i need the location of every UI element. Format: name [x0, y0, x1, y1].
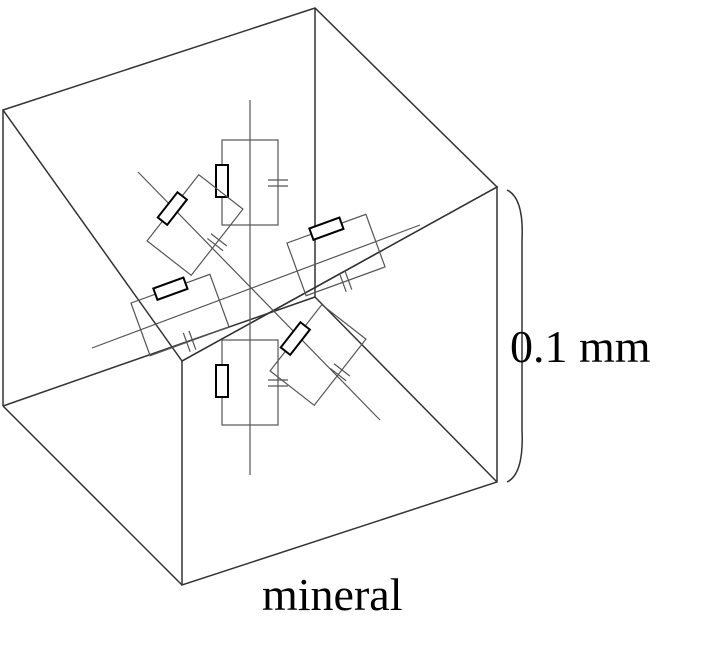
rc-element-horizontal-right — [286, 213, 386, 297]
resistor-icon — [215, 364, 229, 398]
rc-element-diagonal-lower — [269, 303, 367, 407]
diagonal-axis-wire — [137, 171, 381, 421]
capacitor-plate — [344, 270, 353, 290]
dimension-label: 0.1 mm — [510, 321, 651, 372]
capacitor-plate — [182, 332, 191, 352]
resistor-icon — [152, 276, 189, 302]
resistor-icon — [279, 320, 312, 357]
resistor-icon — [215, 164, 229, 198]
cube-bottom-left-edge — [2, 405, 183, 586]
resistor-icon — [308, 216, 345, 242]
rc-element-diagonal-upper — [146, 173, 244, 277]
dimension-bracket — [506, 189, 523, 483]
mineral-caption: mineral — [262, 569, 403, 620]
capacitor-plate — [333, 363, 351, 377]
horizontal-axis-wire — [91, 224, 421, 349]
circuit-axis-wires — [91, 100, 421, 475]
capacitor-plate — [329, 367, 347, 382]
cube-top-face — [1, 7, 499, 362]
rc-element-top-vertical — [215, 139, 288, 226]
rc-element-bottom-vertical — [215, 339, 288, 426]
cube-hidden-bottom-right-edge — [314, 296, 498, 483]
cube-front-face — [181, 185, 498, 587]
resistor-icon — [156, 190, 189, 227]
rc-element-horizontal-left — [130, 273, 230, 357]
cube-wireframe — [1, 7, 499, 587]
cube-hidden-bottom-edge — [2, 296, 316, 407]
capacitor-plate — [210, 233, 228, 247]
capacitor-plate — [188, 330, 197, 350]
capacitor-plate — [206, 237, 224, 252]
capacitor-plate — [338, 272, 347, 292]
